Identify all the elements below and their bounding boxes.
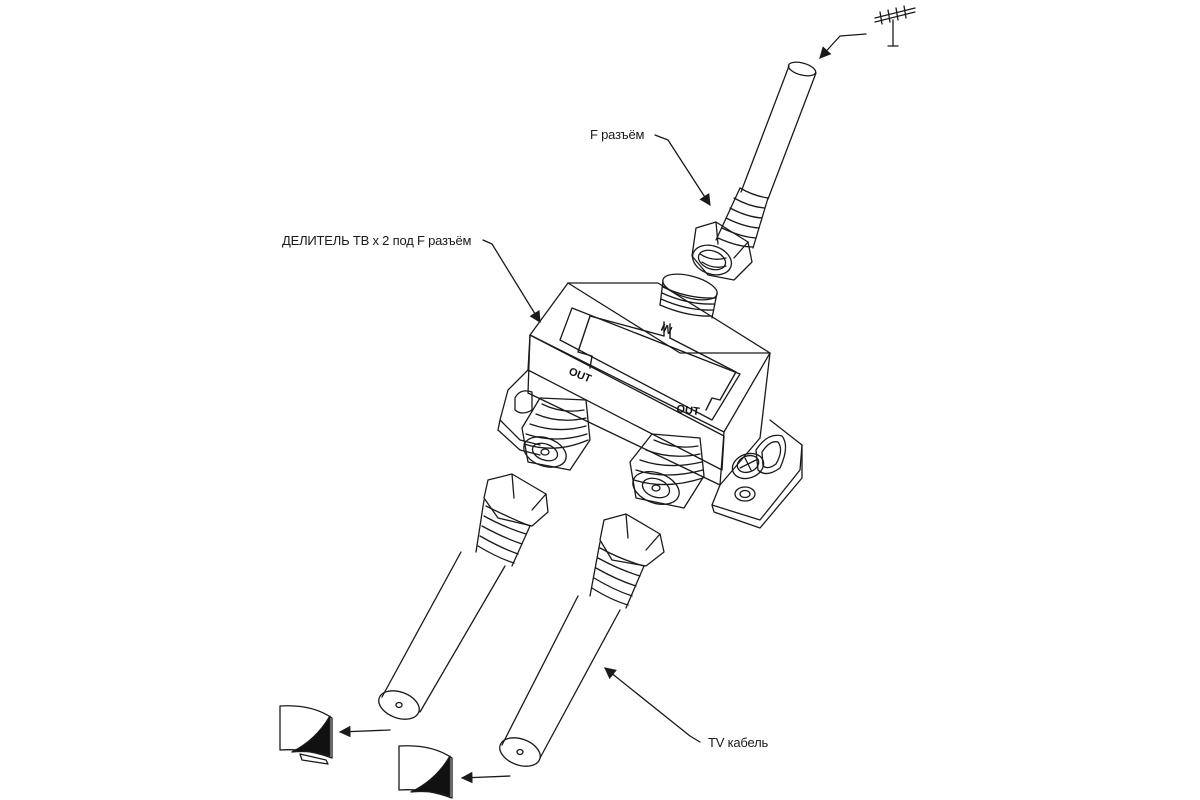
- input-cable: [715, 61, 817, 249]
- splitter-in-port: [659, 273, 718, 319]
- splitter-body: [497, 282, 803, 529]
- mark-out-right: OUT: [676, 403, 701, 418]
- screw-icon: [731, 452, 765, 502]
- arrow-to-tv-left: [338, 725, 391, 738]
- output-cable-right: [499, 513, 665, 767]
- splitter-out-port-right: [629, 433, 705, 509]
- mark-in: IN: [659, 322, 674, 338]
- tv-icon: [398, 745, 453, 799]
- label-splitter: ДЕЛИТЕЛЬ ТВ х 2 под F разъём: [282, 233, 472, 248]
- tv-cable-leader: [604, 667, 701, 743]
- antenna-icon: [874, 5, 916, 47]
- f-connector-leader: [654, 134, 711, 206]
- f-connector-input: [691, 221, 753, 281]
- splitter-leader: [482, 239, 541, 323]
- antenna-leader: [819, 33, 867, 59]
- label-f-connector: F разъём: [590, 127, 645, 142]
- arrow-to-tv-right: [460, 771, 511, 784]
- tv-icon: [279, 705, 333, 765]
- splitter-schematic: [577, 315, 737, 411]
- label-tv-cable: TV кабель: [708, 735, 769, 750]
- splitter-out-port-left: [521, 397, 591, 471]
- output-cable-left: [378, 473, 549, 720]
